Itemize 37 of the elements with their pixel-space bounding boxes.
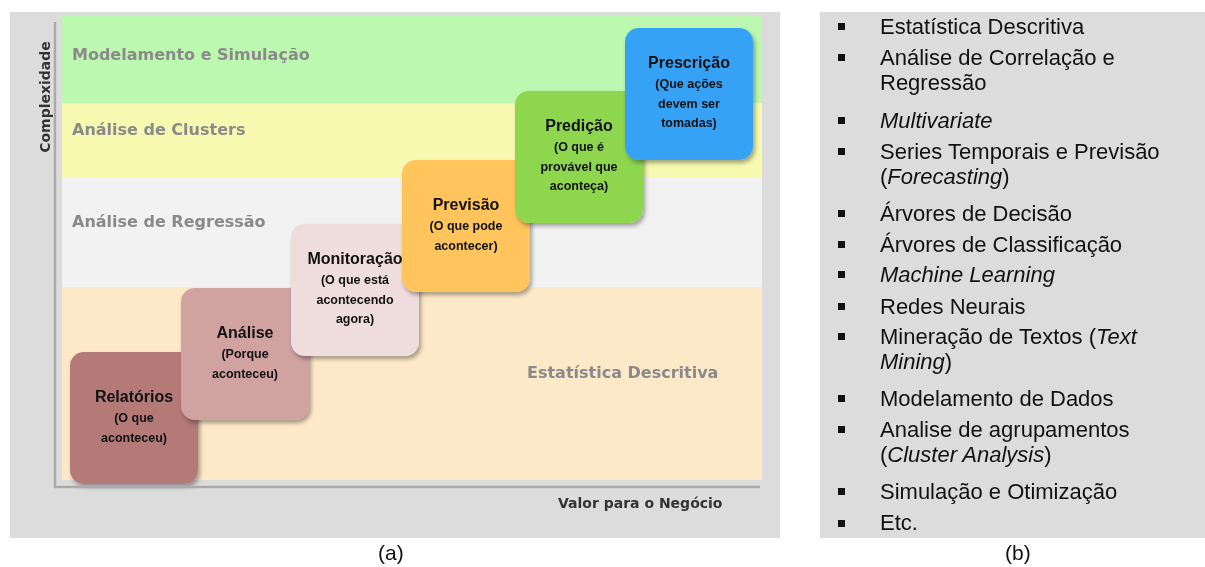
step-title: Relatórios bbox=[94, 388, 174, 407]
step-description: (Que ações devem ser tomadas) bbox=[654, 76, 724, 133]
list-item: Árvores de Classificação bbox=[880, 232, 1124, 257]
panel-caption: (b) bbox=[1005, 541, 1031, 565]
list-item: Multivariate bbox=[880, 108, 994, 133]
band-label: Estatística Descritiva bbox=[527, 363, 719, 382]
list-item: Árvores de Decisão bbox=[880, 201, 1073, 226]
list-item: Mineração de Textos (Text Mining) bbox=[880, 324, 1139, 374]
list-item: Estatística Descritiva bbox=[880, 14, 1086, 39]
step-box bbox=[291, 224, 419, 356]
step-title: Predição bbox=[545, 117, 613, 136]
list-item: Redes Neurais bbox=[880, 294, 1027, 319]
step-description: (O que pode acontecer) bbox=[428, 218, 504, 255]
band-label: Análise de Clusters bbox=[72, 120, 246, 139]
band-label: Análise de Regressão bbox=[72, 212, 266, 231]
step-description: (O que aconteceu) bbox=[100, 410, 168, 447]
step-title: Análise bbox=[216, 324, 274, 343]
panel-caption: (a) bbox=[378, 541, 404, 565]
step-title: Prescrição bbox=[648, 54, 730, 73]
step-description: (O que está acontecendo agora) bbox=[315, 272, 395, 329]
step-box bbox=[515, 91, 643, 223]
axis-label: Valor para o Negócio bbox=[558, 495, 723, 511]
step-description: (Porque aconteceu) bbox=[211, 346, 279, 383]
step-box bbox=[402, 160, 530, 292]
step-title: Previsão bbox=[432, 196, 500, 215]
list-item: Simulação e Otimização bbox=[880, 479, 1119, 504]
step-description: (O que é provável que aconteça) bbox=[539, 139, 619, 196]
axis-label: Complexidade bbox=[37, 40, 54, 155]
step-title: Monitoração bbox=[307, 250, 403, 269]
list-item: Machine Learning bbox=[880, 262, 1056, 287]
list-item: Etc. bbox=[880, 510, 919, 535]
list-item: Analise de agrupamentos (Cluster Analysis) bbox=[880, 417, 1131, 467]
list-item: Series Temporais e Previsão (Forecasting) bbox=[880, 139, 1161, 189]
step-box bbox=[625, 28, 753, 160]
band-label: Modelamento e Simulação bbox=[72, 45, 310, 64]
list-item: Análise de Correlação e Regressão bbox=[880, 45, 1116, 95]
list-item: Modelamento de Dados bbox=[880, 386, 1115, 411]
